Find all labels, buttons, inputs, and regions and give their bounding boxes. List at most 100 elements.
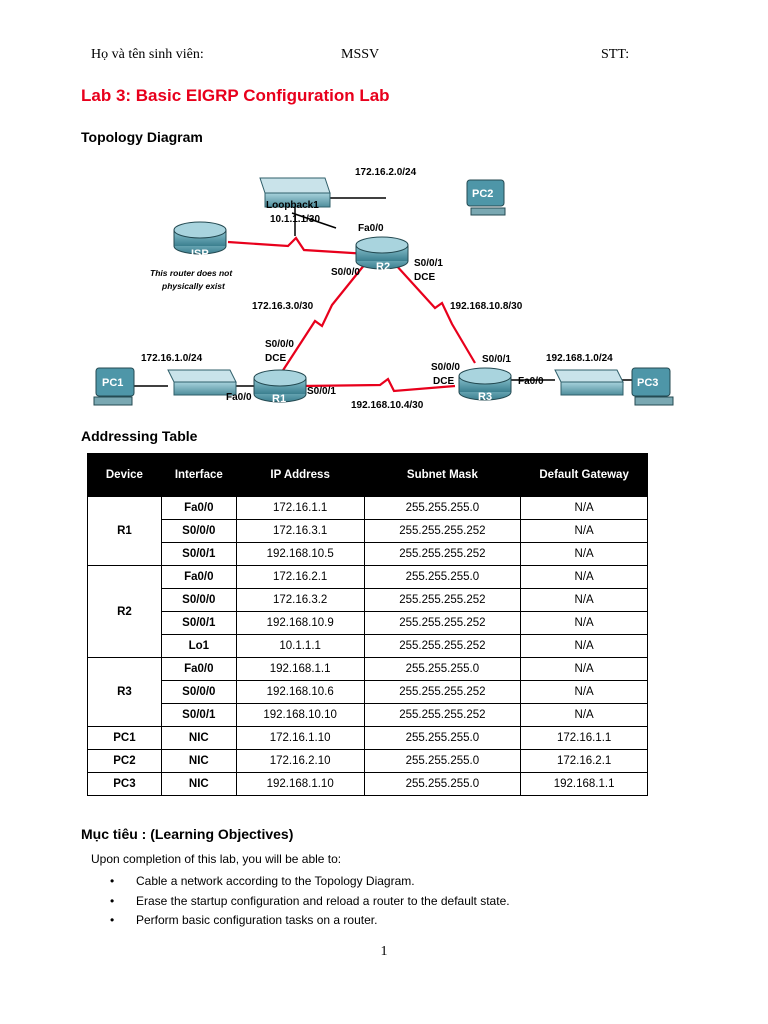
header-default-gateway: Default Gateway — [520, 453, 648, 497]
addressing-heading: Addressing Table — [81, 428, 198, 444]
bullet: • — [110, 893, 115, 908]
header-ip-address: IP Address — [235, 453, 365, 497]
pc3-label: PC3 — [637, 377, 658, 389]
r3-s000-label: S0/0/0 — [431, 362, 460, 373]
net-r3-lan-label: 192.168.1.0/24 — [546, 353, 613, 364]
list-item: •Perform basic configuration tasks on a … — [110, 913, 510, 933]
objectives-list: • Cable a network according to the Topolo… — [110, 874, 510, 933]
ip-address-cell: 192.168.10.5 — [235, 542, 365, 566]
objectives-heading: Mục tiêu : (Learning Objectives) — [81, 826, 294, 842]
objective-text: Cable a network according to the Topolog… — [136, 874, 415, 888]
interface-cell: S0/0/1 — [160, 703, 237, 727]
ip-address-cell: 172.16.3.1 — [235, 519, 365, 543]
interface-cell: Fa0/0 — [160, 565, 237, 589]
list-item: •Erase the startup configuration and rel… — [110, 894, 510, 914]
subnet-mask-cell: 255.255.255.0 — [363, 496, 522, 520]
ip-address-cell: 192.168.10.9 — [235, 611, 365, 635]
subnet-mask-cell: 255.255.255.0 — [363, 749, 522, 773]
objectives-intro: Upon completion of this lab, you will be… — [91, 852, 342, 866]
gateway-cell: N/A — [520, 519, 648, 543]
header-device: Device — [87, 453, 162, 497]
student-name-label: Họ và tên sinh viên: — [91, 47, 204, 62]
ip-address-cell: 172.16.3.2 — [235, 588, 365, 612]
isp-router-icon — [173, 221, 227, 255]
interface-cell: Fa0/0 — [160, 496, 237, 520]
student-id-label: MSSV — [341, 47, 380, 62]
interface-cell: NIC — [160, 726, 237, 750]
subnet-mask-cell: 255.255.255.0 — [363, 726, 522, 750]
ip-address-cell: 172.16.1.10 — [235, 726, 365, 750]
net-r1-r2-label: 172.16.3.0/30 — [252, 301, 314, 312]
r3-s001-label: S0/0/1 — [482, 354, 511, 365]
subnet-mask-cell: 255.255.255.0 — [363, 657, 522, 681]
r3-dce-label: DCE — [433, 376, 454, 387]
r2-router-icon — [355, 236, 409, 270]
subnet-mask-cell: 255.255.255.252 — [363, 634, 522, 658]
pc3-icon — [631, 367, 674, 406]
net-r2-r3-label: 192.168.10.8/30 — [450, 301, 523, 312]
topology-diagram: ISP R2 R1 R3 PC2 PC1 PC3 172.16.2.0/24 L… — [90, 158, 680, 416]
addressing-table: Device Interface IP Address Subnet Mask … — [87, 453, 648, 796]
subnet-mask-cell: 255.255.255.252 — [363, 542, 522, 566]
table-header-row: Device Interface IP Address Subnet Mask … — [87, 453, 648, 497]
pc1-label: PC1 — [102, 377, 123, 389]
device-cell: R2 — [87, 565, 162, 658]
objective-text: Perform basic configuration tasks on a r… — [136, 913, 378, 927]
r1-s000-label: S0/0/0 — [265, 339, 294, 350]
switch-r2-icon — [259, 177, 331, 208]
switch-r1-icon — [167, 369, 237, 396]
r2-dce-label: DCE — [414, 272, 435, 283]
ip-address-cell: 172.16.1.1 — [235, 496, 365, 520]
net-r1-r3-label: 192.168.10.4/30 — [351, 400, 424, 411]
interface-cell: S0/0/1 — [160, 611, 237, 635]
interface-cell: NIC — [160, 772, 237, 796]
interface-cell: NIC — [160, 749, 237, 773]
r1-router-icon — [253, 369, 307, 403]
gateway-cell: 192.168.1.1 — [520, 772, 648, 796]
gateway-cell: N/A — [520, 657, 648, 681]
gateway-cell: 172.16.1.1 — [520, 726, 648, 750]
r1-dce-label: DCE — [265, 353, 286, 364]
gateway-cell: N/A — [520, 703, 648, 727]
ip-address-cell: 172.16.2.10 — [235, 749, 365, 773]
r3-fa-label: Fa0/0 — [518, 376, 544, 387]
net-r2-lan-label: 172.16.2.0/24 — [355, 167, 417, 178]
interface-cell: S0/0/1 — [160, 542, 237, 566]
switch-r3-icon — [554, 369, 624, 396]
ip-address-cell: 192.168.1.10 — [235, 772, 365, 796]
net-r1-lan-label: 172.16.1.0/24 — [141, 353, 203, 364]
loopback-label-2: 10.1.1.1/30 — [270, 214, 320, 225]
r2-s000-label: S0/0/0 — [331, 267, 360, 278]
r2-label: R2 — [376, 261, 390, 273]
isp-label: ISP — [191, 248, 209, 260]
pc2-label: PC2 — [472, 188, 493, 200]
page-number: 1 — [380, 944, 388, 959]
device-cell: PC1 — [87, 726, 162, 750]
r1-s001-label: S0/0/1 — [307, 386, 336, 397]
pc2-icon — [466, 179, 506, 216]
ip-address-cell: 172.16.2.1 — [235, 565, 365, 589]
gateway-cell: N/A — [520, 611, 648, 635]
subnet-mask-cell: 255.255.255.0 — [363, 772, 522, 796]
interface-cell: Lo1 — [160, 634, 237, 658]
interface-cell: S0/0/0 — [160, 519, 237, 543]
ip-address-cell: 192.168.10.6 — [235, 680, 365, 704]
r1-fa-label: Fa0/0 — [226, 392, 252, 403]
isp-note-2: physically exist — [161, 281, 226, 291]
r2-fa-label: Fa0/0 — [358, 223, 384, 234]
device-cell: R1 — [87, 496, 162, 566]
header-subnet-mask: Subnet Mask — [363, 453, 522, 497]
device-cell: PC2 — [87, 749, 162, 773]
